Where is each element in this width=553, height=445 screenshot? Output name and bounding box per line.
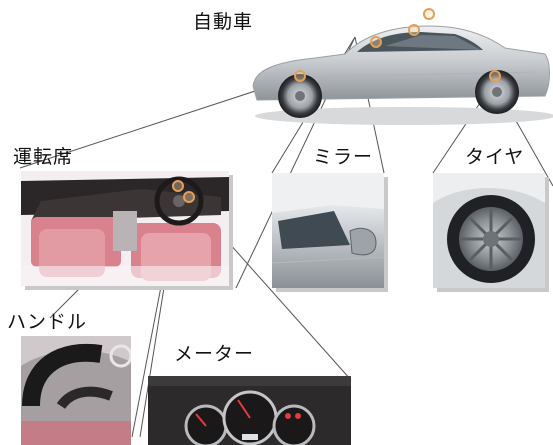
car-image: [245, 8, 553, 126]
meter-label: メーター: [174, 343, 255, 365]
tire-label: タイヤ: [465, 146, 525, 168]
meter-image: [148, 376, 351, 445]
marker-front-wheel-icon[interactable]: [294, 70, 306, 82]
marker-mirror-icon[interactable]: [370, 36, 382, 48]
car-label: 自動車: [193, 11, 254, 33]
marker-meter-icon[interactable]: [183, 191, 195, 203]
cockpit-image: [21, 171, 229, 286]
marker-steering-icon[interactable]: [172, 180, 184, 192]
cockpit-label: 運転席: [13, 146, 74, 168]
steering-image: [21, 336, 131, 445]
tire-image: [433, 173, 545, 288]
mirror-label: ミラー: [313, 146, 374, 168]
marker-roof-icon[interactable]: [423, 8, 435, 20]
steering-label: ハンドル: [7, 311, 88, 333]
marker-rear-wheel-icon[interactable]: [489, 70, 501, 82]
marker-window-icon[interactable]: [408, 24, 420, 36]
mirror-image: [272, 173, 384, 288]
